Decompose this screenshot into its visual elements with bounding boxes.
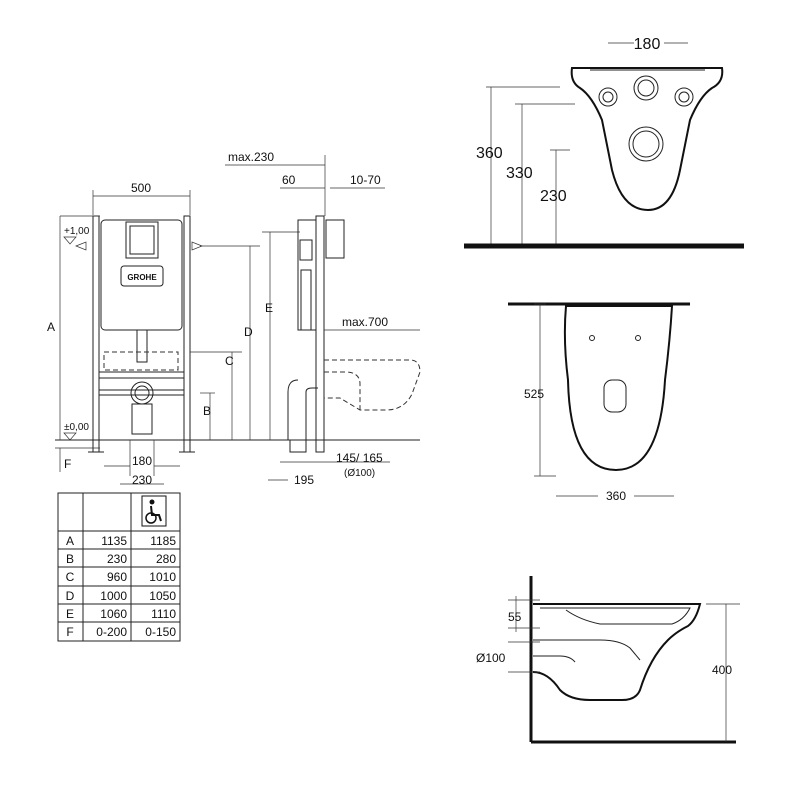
dim-195: 195 (294, 473, 314, 487)
table-row-label: A (66, 534, 74, 548)
wheelchair-icon (141, 495, 167, 527)
table-cell-standard: 1000 (100, 589, 127, 603)
table-row-label: C (66, 570, 75, 584)
dim-10-70: 10-70 (350, 173, 381, 187)
table-row-label: D (66, 589, 75, 603)
table-cell-accessible: 1010 (149, 570, 176, 584)
dim-letter-d: D (244, 325, 253, 339)
table-cell-standard: 0-200 (96, 625, 127, 639)
table-cell-standard: 1060 (100, 607, 127, 621)
top-bowl-view: 525 360 (508, 302, 690, 503)
table-cell-accessible: 1110 (151, 607, 176, 621)
front-bowl-view: 180 360 330 230 (464, 36, 744, 249)
table-cell-accessible: 1185 (150, 534, 176, 548)
dim-frame-230: 230 (132, 473, 152, 487)
dim-frame-width: 500 (131, 181, 151, 195)
level-bottom-label: ±0,00 (64, 422, 89, 433)
dim-side-pipe: (Ø100) (344, 468, 375, 479)
level-top-label: +1,00 (64, 226, 90, 237)
side-bowl-view: 55 Ø100 400 (476, 576, 740, 744)
dim-front-180: 180 (634, 36, 661, 53)
dim-max-700: max.700 (342, 315, 388, 329)
table-row-label: F (66, 625, 73, 639)
table-cell-accessible: 0-150 (145, 625, 176, 639)
dim-letter-b: B (203, 404, 211, 418)
table-cell-accessible: 280 (156, 552, 176, 566)
dim-letter-e: E (265, 301, 273, 315)
table-cell-standard: 1135 (101, 534, 127, 548)
dim-side-400: 400 (712, 663, 732, 677)
dim-letter-c: C (225, 354, 234, 368)
table-row-label: B (66, 552, 74, 566)
dim-max-230: max.230 (228, 150, 274, 164)
frame-side-view: max.230 60 10-70 max.700 145/ 165 (Ø100)… (225, 150, 421, 487)
dim-front-230: 230 (540, 188, 567, 205)
table-cell-standard: 960 (107, 570, 127, 584)
dim-side-55: 55 (508, 610, 522, 624)
dim-top-360: 360 (606, 489, 626, 503)
frame-front-view: 500 GROHE +1,00 ±0,00 A (47, 181, 420, 487)
brand-plate (120, 265, 164, 287)
dim-letter-f: F (64, 457, 71, 471)
dim-145-165: 145/ 165 (336, 451, 383, 465)
dim-side-pipe-100: Ø100 (476, 651, 506, 665)
brand-logo: GROHE (127, 273, 157, 282)
table-cell-accessible: 1050 (149, 589, 176, 603)
dim-letter-a: A (47, 320, 55, 334)
dim-frame-180: 180 (132, 454, 152, 468)
dim-front-360: 360 (476, 145, 503, 162)
dim-top-525: 525 (524, 387, 544, 401)
table-row-label: E (66, 607, 74, 621)
dim-front-330: 330 (506, 165, 533, 182)
dim-60: 60 (282, 173, 296, 187)
table-cell-standard: 230 (107, 552, 127, 566)
